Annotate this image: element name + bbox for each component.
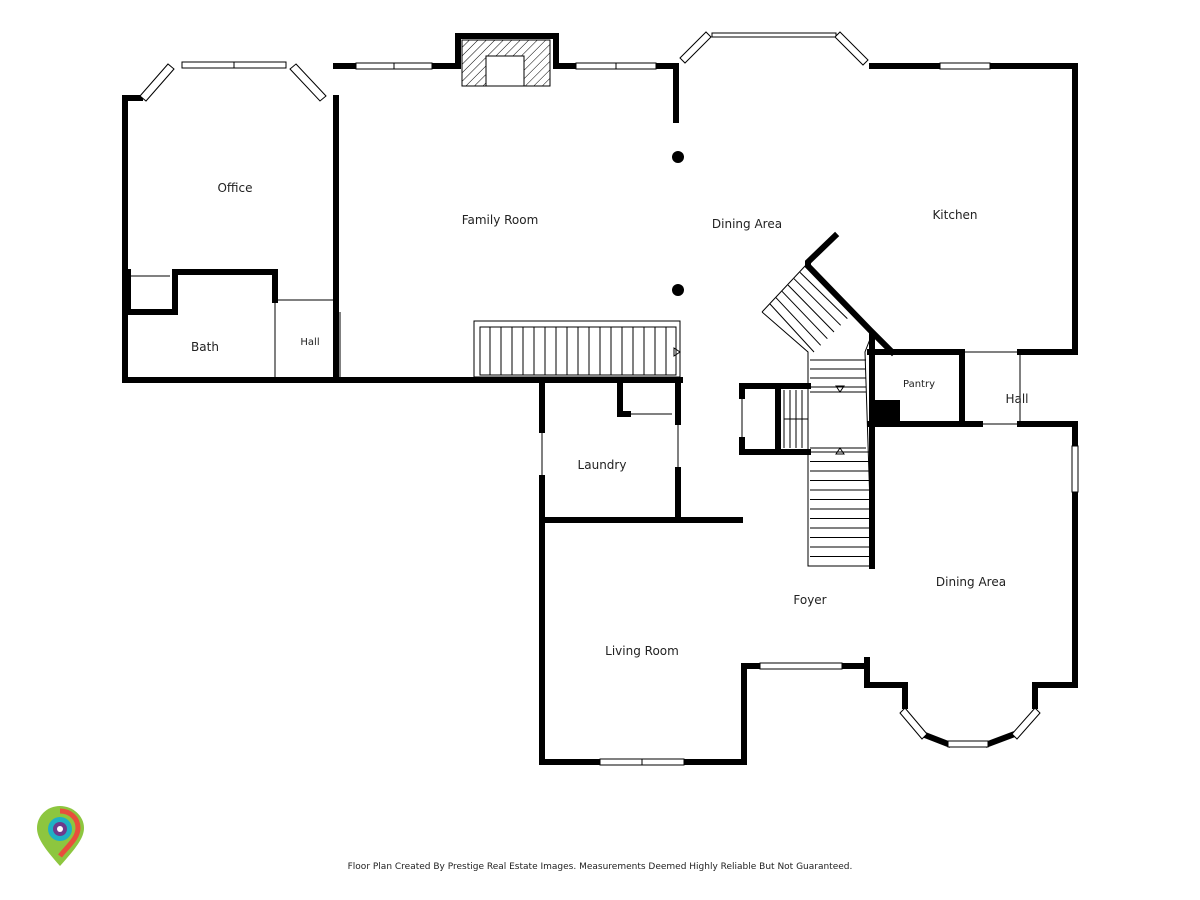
stair-closet <box>783 390 808 448</box>
room-label-bath: Bath <box>191 340 219 354</box>
location-pin-eye-icon <box>37 806 84 866</box>
room-label-pantry: Pantry <box>903 379 935 390</box>
room-label-laundry: Laundry <box>578 458 627 472</box>
room-label-family-room: Family Room <box>462 213 539 227</box>
footer-disclaimer: Floor Plan Created By Prestige Real Esta… <box>347 862 853 872</box>
room-label-foyer: Foyer <box>793 593 826 607</box>
windows <box>139 31 1079 766</box>
stair-center <box>761 264 873 567</box>
room-label-hall-right: Hall <box>1005 392 1028 406</box>
room-label-hall-left: Hall <box>300 337 319 348</box>
room-label-dining-area-lower: Dining Area <box>936 575 1006 589</box>
room-label-kitchen: Kitchen <box>932 208 977 222</box>
stair-tread <box>799 271 848 320</box>
thin-lines <box>128 275 1021 478</box>
column-post <box>672 151 684 163</box>
walls <box>122 33 1078 765</box>
stair-tread <box>775 297 822 346</box>
stair-tread <box>793 278 842 326</box>
stair-tread <box>769 303 815 353</box>
stair-left <box>473 320 681 378</box>
room-label-dining-area-upper: Dining Area <box>712 217 782 231</box>
fireplace <box>461 39 551 87</box>
room-label-living-room: Living Room <box>605 644 679 658</box>
column-post <box>672 284 684 296</box>
room-label-office: Office <box>217 181 252 195</box>
stair-tread <box>781 290 828 340</box>
stair-tread <box>787 284 835 333</box>
